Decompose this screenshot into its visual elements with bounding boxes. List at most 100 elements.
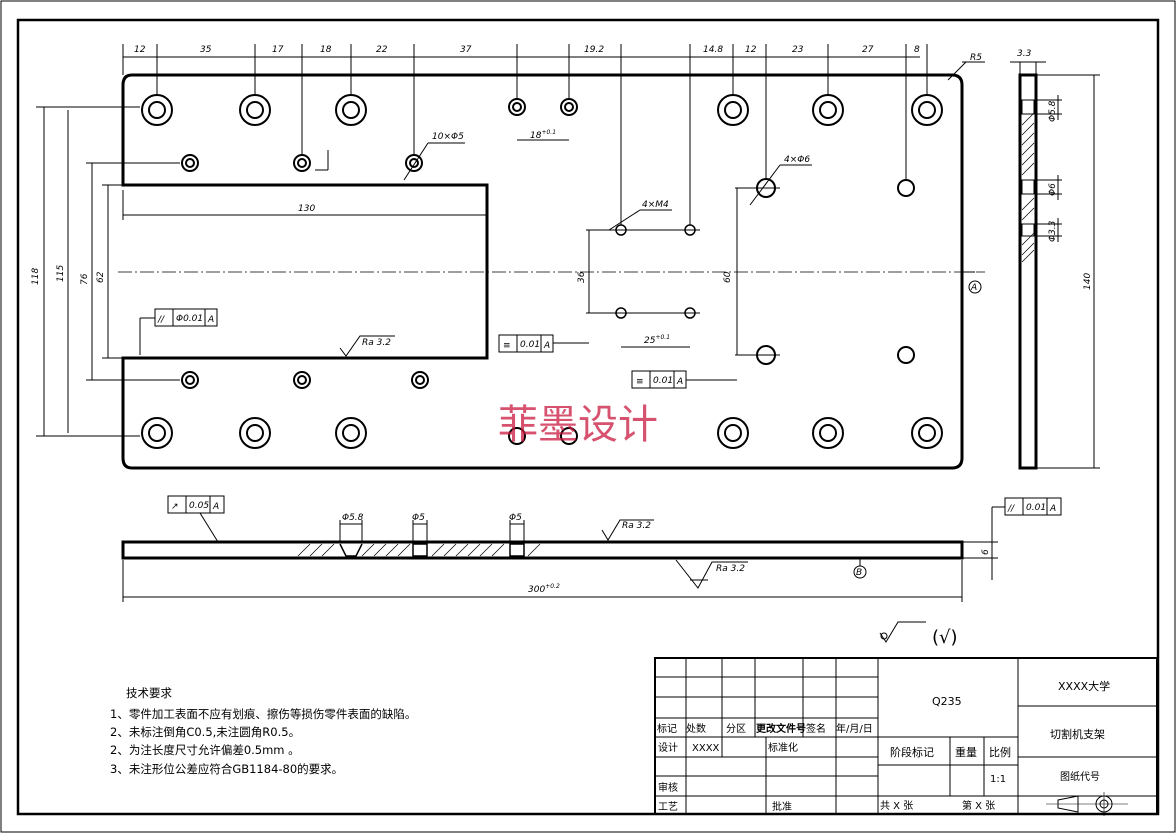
projection-symbol-icon	[1046, 792, 1128, 816]
tb-stage-label: 阶段标记	[890, 745, 934, 759]
requirement-4: 3、未注形位公差应符合GB1184-80的要求。	[110, 762, 343, 776]
tb-designer: XXXX	[692, 743, 720, 754]
tb-label-sign: 签名	[806, 722, 826, 735]
svg-text://: //	[157, 315, 165, 325]
dim-top-4: 18	[320, 45, 332, 55]
tolerance-frame-parallel-top: // Φ0.01 A	[139, 308, 218, 355]
svg-text:0.01: 0.01	[653, 376, 673, 386]
tb-review-label: 审核	[658, 781, 678, 794]
tb-sheet-no: 第 X 张	[962, 799, 995, 812]
svg-text:A: A	[207, 315, 214, 325]
tolerance-frame-parallel-right: // 0.01 A	[991, 497, 1062, 520]
roughness-2: Ra 3.2	[622, 521, 651, 531]
tb-part-name: 切割机支架	[1050, 727, 1105, 741]
svg-text:≡: ≡	[503, 341, 511, 351]
side-hatch	[1021, 112, 1035, 263]
counterbore-holes	[141, 94, 943, 449]
dim-top-6: 37	[460, 45, 472, 55]
inner-border	[16, 18, 1160, 816]
tb-standard-label: 标准化	[768, 741, 798, 754]
tb-design-label: 设计	[658, 741, 678, 754]
side-d58: Φ5.8	[1048, 100, 1058, 122]
svg-text:0.05: 0.05	[189, 501, 209, 511]
bottom-d5a: Φ5	[412, 513, 425, 523]
svg-text:Φ0.01: Φ0.01	[176, 314, 203, 324]
dim-115: 115	[56, 265, 66, 282]
tb-label-date: 年/月/日	[836, 722, 873, 735]
svg-text:A: A	[543, 341, 550, 351]
side-d6: Φ6	[1048, 183, 1058, 196]
dim-140: 140	[1083, 273, 1093, 290]
title-block: 标记 处数 分区 更改文件号 签名 年/月/日 设计 XXXX 标准化 审核 工…	[654, 657, 1158, 816]
dim-top-12: 8	[914, 45, 920, 55]
top-dim-lines	[122, 44, 985, 225]
dim-top-3: 17	[272, 45, 284, 55]
svg-text:0.01: 0.01	[1026, 503, 1046, 513]
svg-text:0.01: 0.01	[520, 340, 540, 350]
dim-36: 36	[577, 271, 587, 283]
dim-top-2: 35	[200, 45, 212, 55]
requirement-2: 2、未标注倒角C0.5,未注圆角R0.5。	[110, 725, 300, 739]
dim-top-11: 27	[862, 45, 874, 55]
svg-text:A: A	[676, 377, 683, 387]
dim-76: 76	[80, 273, 90, 285]
dim-62: 62	[96, 271, 106, 283]
top-view: 12 35 17 18 22 37 19.2 14.8 12 23 27 8 R…	[31, 44, 985, 470]
dim-18: 18+0.1	[530, 129, 556, 141]
svg-text:(√): (√)	[932, 627, 958, 648]
radius-label: R5	[970, 53, 982, 63]
tb-process-label: 工艺	[658, 801, 678, 813]
svg-text:A: A	[1049, 504, 1056, 514]
bottom-d58: Φ5.8	[342, 513, 364, 523]
hole-centerlines	[586, 187, 780, 356]
roughness-3: Ra 3.2	[716, 564, 745, 574]
bottom-d5b: Φ5	[509, 513, 522, 523]
dim-top-7: 19.2	[584, 45, 604, 55]
dim-6: 6	[981, 549, 991, 555]
tb-scale-label: 比例	[989, 745, 1011, 759]
svg-text:A: A	[212, 502, 219, 512]
tb-label-count: 处数	[686, 722, 706, 735]
tolerance-frame-symmetry-2: ≡ 0.01 A	[631, 370, 737, 389]
datum-b: B	[856, 568, 862, 578]
side-thickness-label: 3.3	[1017, 49, 1032, 59]
left-vertical-dims	[36, 106, 738, 437]
tb-drawing-no-label: 图纸代号	[1060, 770, 1100, 783]
roughness-1: Ra 3.2	[362, 338, 391, 348]
dim-top-5: 22	[376, 45, 388, 55]
datum-a: A	[970, 283, 977, 293]
tb-scale-value: 1:1	[990, 774, 1006, 785]
svg-text:≡: ≡	[636, 377, 644, 387]
general-roughness: (√)	[879, 621, 958, 648]
requirement-3: 2、为注长度尺寸允许偏差0.5mm 。	[110, 743, 300, 757]
tolerance-frame-symmetry-1: ≡ 0.01 A	[498, 334, 589, 353]
tb-school: XXXX大学	[1058, 679, 1110, 693]
requirement-1: 1、零件加工表面不应有划痕、擦伤等损伤零件表面的缺陷。	[110, 707, 416, 721]
tb-total-sheets: 共 X 张	[880, 800, 913, 812]
dim-top-10: 23	[792, 45, 804, 55]
callout-4x6: 4×Φ6	[784, 155, 810, 165]
dim-118: 118	[31, 268, 41, 285]
requirements-title: 技术要求	[126, 686, 172, 700]
dim-130: 130	[298, 204, 315, 214]
watermark: 菲墨设计	[498, 402, 658, 448]
callout-10x5: 10×Φ5	[432, 132, 464, 142]
dim-25: 25+0.1	[644, 334, 670, 346]
dim-60: 60	[723, 271, 733, 283]
technical-requirements: 技术要求 1、零件加工表面不应有划痕、擦伤等损伤零件表面的缺陷。 2、未标注倒角…	[110, 686, 416, 776]
tb-label-zone: 分区	[726, 723, 746, 735]
dim-top-9: 12	[745, 45, 757, 55]
dim-300: 300+0.2	[528, 583, 560, 595]
tb-label-change: 更改文件号	[756, 722, 806, 735]
tb-label-mark: 标记	[657, 723, 677, 735]
tb-material: Q235	[932, 695, 962, 708]
svg-text:↗: ↗	[171, 502, 179, 512]
tb-weight-label: 重量	[955, 745, 977, 759]
front-hatch	[297, 543, 541, 557]
svg-text://: //	[1007, 504, 1015, 514]
small-holes	[181, 98, 915, 445]
front-view: Φ5.8 Φ5 Φ5 300+0.2 6 Ra 3.2 Ra 3.2 B	[121, 513, 998, 602]
side-d33: Φ3.3	[1048, 220, 1058, 242]
